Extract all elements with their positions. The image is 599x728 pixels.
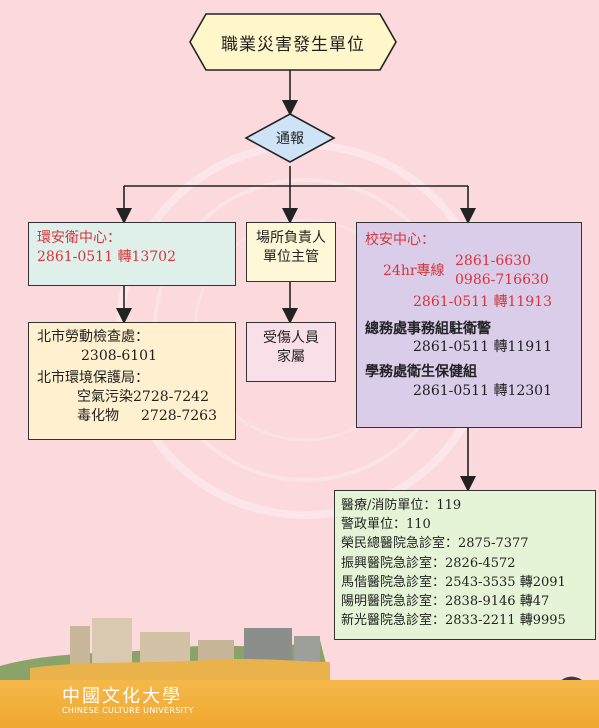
emergency-line: 榮民總醫院急診室：2875-7377 <box>341 536 529 552</box>
hotline-number-2: 0986-716630 <box>455 271 549 288</box>
emergency-contacts-box: 醫療/消防單位：119 警政單位：110 榮民總醫院急診室：2875-7377 … <box>334 490 596 640</box>
family-line1: 受傷人員 <box>263 330 319 346</box>
air-pollution-label: 空氣污染 <box>77 388 133 405</box>
guard-phone: 2861-0511 轉11911 <box>413 339 552 356</box>
air-pollution-phone: 2728-7242 <box>133 388 209 405</box>
health-phone: 2861-0511 轉12301 <box>413 383 552 400</box>
env-safety-center-box: 環安衛中心： 2861-0511 轉13702 <box>28 222 236 286</box>
decision-label: 通報 <box>276 131 304 147</box>
campus-center-title: 校安中心： <box>365 232 435 248</box>
emergency-line: 新光醫院急診室：2833-2211 轉9995 <box>341 613 566 629</box>
site-supervisor-line2: 單位主管 <box>263 248 319 265</box>
hotline-label: 24hr專線 <box>383 262 445 279</box>
labor-inspection-title: 北市勞動檢查處： <box>37 329 149 345</box>
family-line2: 家屬 <box>277 348 305 365</box>
university-logo-chinese: 中國文化大學 <box>62 686 182 707</box>
toxic-label: 毒化物 <box>77 407 119 424</box>
env-center-title: 環安衛中心： <box>37 230 121 246</box>
campus-extension: 2861-0511 轉11913 <box>413 293 552 310</box>
emergency-line: 振興醫院急診室：2826-4572 <box>341 555 516 571</box>
epa-title: 北市環境保護局： <box>37 369 149 386</box>
footer-band <box>0 680 599 728</box>
injured-family-box: 受傷人員 家屬 <box>246 322 336 382</box>
labor-environment-bureau-box: 北市勞動檢查處： 2308-6101 北市環境保護局： 空氣污染 2728-72… <box>28 322 236 440</box>
health-title: 學務處衛生保健組 <box>365 364 477 381</box>
site-supervisor-box: 場所負責人 單位主管 <box>246 222 336 282</box>
campus-security-center-box: 校安中心： 24hr專線 2861-6630 0986-716630 2861-… <box>356 222 582 428</box>
emergency-line: 警政單位：110 <box>341 517 431 533</box>
emergency-line: 馬偕醫院急診室：2543-3535 轉2091 <box>341 574 566 590</box>
labor-inspection-phone: 2308-6101 <box>81 347 157 364</box>
site-supervisor-line1: 場所負責人 <box>256 230 326 246</box>
start-label: 職業災害發生單位 <box>221 34 365 55</box>
university-logo-english: CHINESE CULTURE UNIVERSITY <box>62 706 194 715</box>
toxic-phone: 2728-7263 <box>141 407 217 424</box>
emergency-line: 陽明醫院急診室：2838-9146 轉47 <box>341 594 550 610</box>
hotline-number-1: 2861-6630 <box>455 252 531 269</box>
env-center-phone: 2861-0511 轉13702 <box>37 248 176 265</box>
guard-title: 總務處事務組駐衛警 <box>365 320 491 337</box>
emergency-line: 醫療/消防單位：119 <box>341 498 462 513</box>
